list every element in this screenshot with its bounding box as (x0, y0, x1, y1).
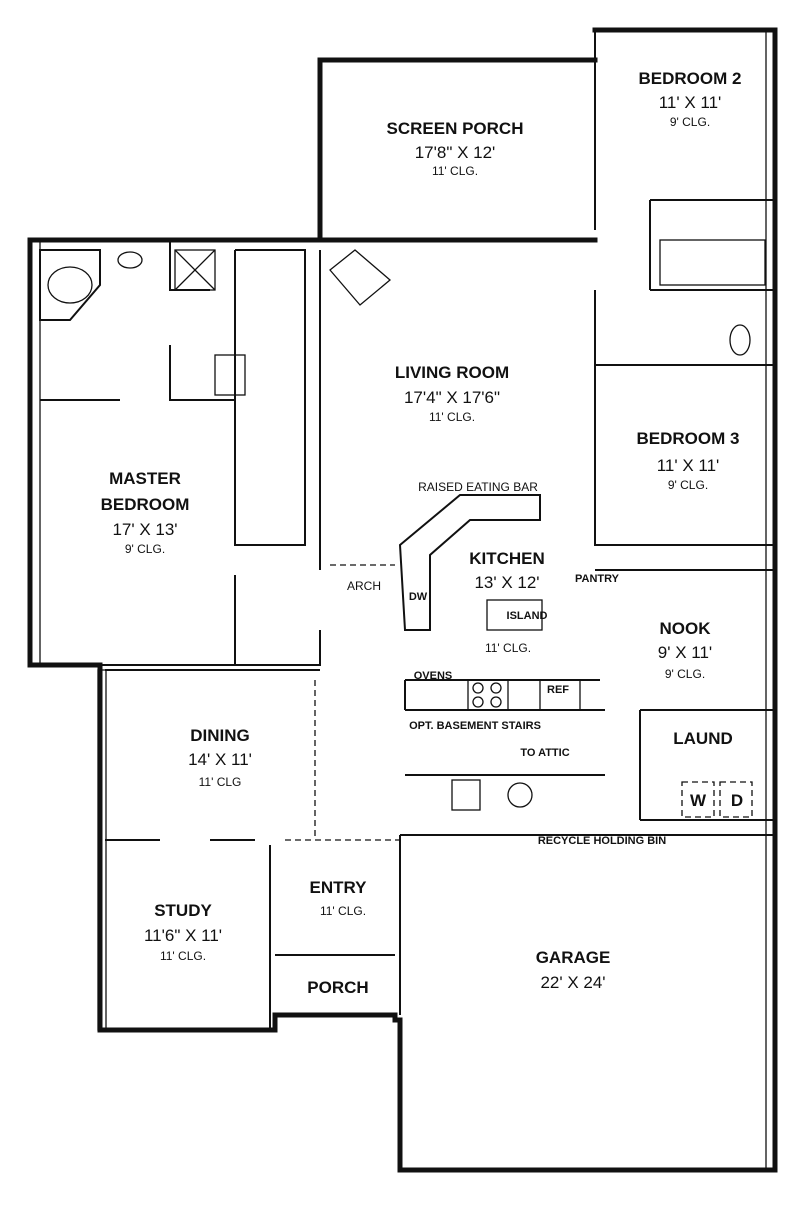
room-size: 11'6" X 11' (144, 926, 222, 945)
fireplace (329, 249, 392, 306)
walls (27, 27, 778, 1173)
room-ceiling: 11' CLG. (160, 949, 206, 963)
room-name: NOOK (660, 619, 712, 638)
room-name: MASTER (109, 469, 181, 488)
room-ceiling: 9' CLG. (125, 542, 165, 556)
label-refrigerator: REF (547, 684, 569, 696)
label-ovens: OVENS (414, 670, 453, 682)
sink (117, 251, 143, 269)
room-name: SCREEN PORCH (387, 119, 524, 138)
room-name: PORCH (307, 978, 368, 997)
furnace (507, 782, 533, 808)
room-name: LIVING ROOM (395, 363, 509, 382)
bathtub-2 (659, 239, 766, 286)
toilet (214, 354, 246, 396)
room-size: 17' X 13' (112, 520, 177, 539)
room-ceiling: 9' CLG. (665, 667, 705, 681)
room-name: GARAGE (536, 948, 611, 967)
label-island: ISLAND (507, 610, 548, 622)
room-size: 17'8" X 12' (415, 143, 496, 162)
label-washer: W (690, 791, 707, 810)
room-ceiling: 11' CLG (199, 775, 242, 789)
shower (174, 249, 216, 291)
room-size: 13' X 12' (474, 573, 539, 592)
label-dishwasher: DW (409, 591, 428, 603)
room-name: STUDY (154, 901, 212, 920)
label-raised-eating-bar: RAISED EATING BAR (418, 480, 538, 494)
room-name: DINING (190, 726, 250, 745)
room-ceiling: 11' CLG. (320, 904, 366, 918)
toilet-2 (729, 324, 751, 356)
refrigerator (539, 679, 581, 711)
room-size: 14' X 11' (188, 750, 252, 769)
room-name: BEDROOM (101, 495, 190, 514)
room-size: 11' X 11' (659, 93, 722, 112)
room-size: 22' X 24' (540, 973, 605, 992)
room-name: KITCHEN (469, 549, 545, 568)
label-pantry: PANTRY (575, 573, 620, 585)
exterior-wall-hatch (29, 239, 41, 666)
exterior-wall-hatch (97, 669, 107, 1031)
room-name: ENTRY (310, 878, 368, 897)
dryer (719, 781, 753, 818)
label-recycle-bin: RECYCLE HOLDING BIN (538, 835, 666, 847)
room-ceiling: 11' CLG. (432, 164, 478, 178)
room-name: BEDROOM 3 (637, 429, 740, 448)
room-size: 9' X 11' (658, 643, 712, 662)
room-ceiling: 9' CLG. (670, 115, 710, 129)
room-size: 11' X 11' (657, 456, 720, 475)
eating-bar-counter (398, 494, 541, 631)
water-heater (451, 779, 481, 811)
island (486, 599, 543, 631)
room-ceiling: 11' CLG. (429, 410, 475, 424)
room-name: LAUND (673, 729, 733, 748)
label-to-attic: TO ATTIC (520, 747, 569, 759)
label-arch: ARCH (347, 579, 381, 593)
tub-basin (47, 266, 93, 304)
label-basement-stairs: OPT. BASEMENT STAIRS (409, 720, 541, 732)
room-ceiling: 9' CLG. (668, 478, 708, 492)
room-size: 17'4" X 17'6" (404, 388, 500, 407)
bathtub (39, 249, 101, 321)
washer (681, 781, 715, 818)
fixtures (39, 239, 766, 818)
label-dryer: D (731, 791, 743, 810)
exterior-wall-hatch (765, 29, 777, 1171)
room-name: BEDROOM 2 (639, 69, 742, 88)
room-ceiling: 11' CLG. (485, 641, 531, 655)
cooktop (467, 679, 509, 711)
